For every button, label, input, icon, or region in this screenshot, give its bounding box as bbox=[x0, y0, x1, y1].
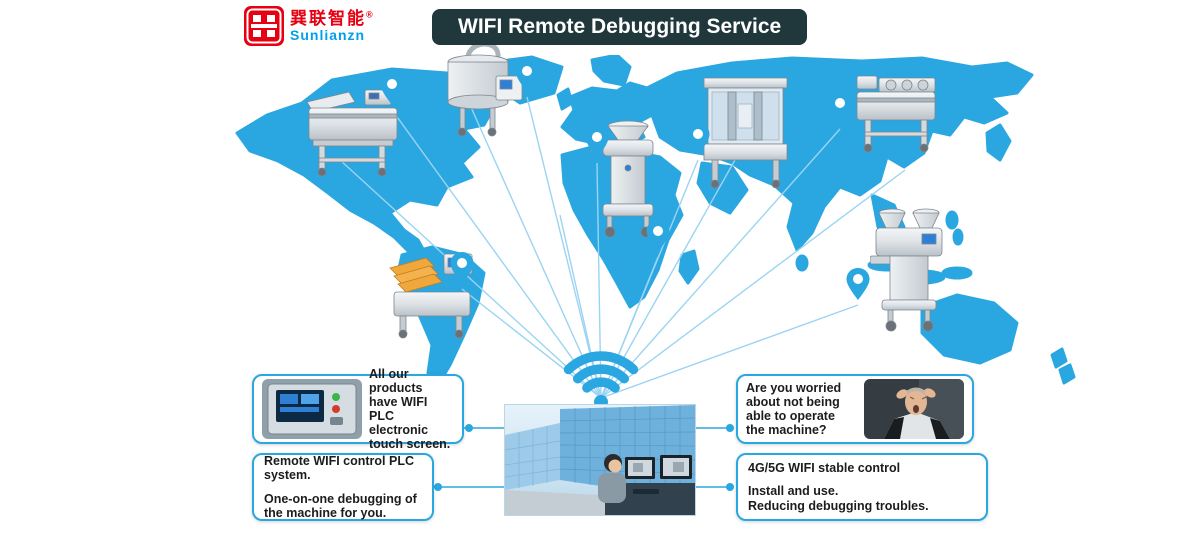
callout-remote-control: Remote WIFI control PLC system. One-on-o… bbox=[252, 453, 434, 521]
registered-mark: ® bbox=[366, 9, 373, 20]
plc-touchscreen-photo bbox=[262, 379, 362, 439]
callout-touchscreen: All our products have WIFI PLC electroni… bbox=[252, 367, 464, 451]
dough-sheeter-machine bbox=[306, 89, 398, 177]
location-pin-icon bbox=[686, 123, 710, 155]
callout-touchscreen-text: All our products have WIFI PLC electroni… bbox=[369, 366, 451, 452]
worried-operator-photo bbox=[864, 379, 964, 439]
meat-grinder-machine bbox=[590, 120, 654, 238]
location-pin-icon bbox=[846, 268, 870, 300]
callout-stable-line1: 4G/5G WIFI stable control bbox=[748, 461, 901, 476]
location-pin-icon bbox=[646, 220, 670, 252]
brand-name-en: Sunlianzn bbox=[290, 26, 366, 43]
location-pin-icon bbox=[828, 92, 852, 124]
location-pin-icon bbox=[585, 126, 609, 158]
brand-name-cn: 巽联智能® bbox=[290, 8, 373, 28]
wifi-signal-icon bbox=[563, 351, 639, 409]
proofing-cabinet-machine bbox=[703, 77, 788, 188]
callout-stable-line2: Install and use. bbox=[748, 484, 839, 499]
double-hopper-encrusting-machine bbox=[870, 208, 943, 332]
tray-forming-machine bbox=[389, 253, 473, 339]
callout-worried-text: Are you worried about not being able to … bbox=[746, 380, 842, 438]
callout-stable-line3: Reducing debugging troubles. bbox=[748, 498, 929, 513]
location-pin-icon bbox=[515, 60, 539, 92]
location-pin-icon bbox=[380, 73, 404, 105]
location-pin-icon bbox=[450, 252, 474, 284]
callout-remote-line1: Remote WIFI control PLC system. bbox=[264, 454, 414, 483]
callout-worried: Are you worried about not being able to … bbox=[736, 374, 974, 444]
page-title: WIFI Remote Debugging Service bbox=[432, 9, 808, 45]
brand-logo: 巽联智能® Sunlianzn bbox=[244, 6, 373, 46]
callout-remote-line2: One-on-one debugging of the machine for … bbox=[264, 491, 417, 520]
mixing-tank-machine bbox=[447, 41, 523, 137]
pastry-press-machine bbox=[856, 75, 936, 153]
callout-stable-control: 4G/5G WIFI stable control Install and us… bbox=[736, 453, 988, 521]
sunlianzn-seal-icon bbox=[244, 6, 284, 46]
engineer-remote-debugging-photo bbox=[504, 405, 696, 515]
